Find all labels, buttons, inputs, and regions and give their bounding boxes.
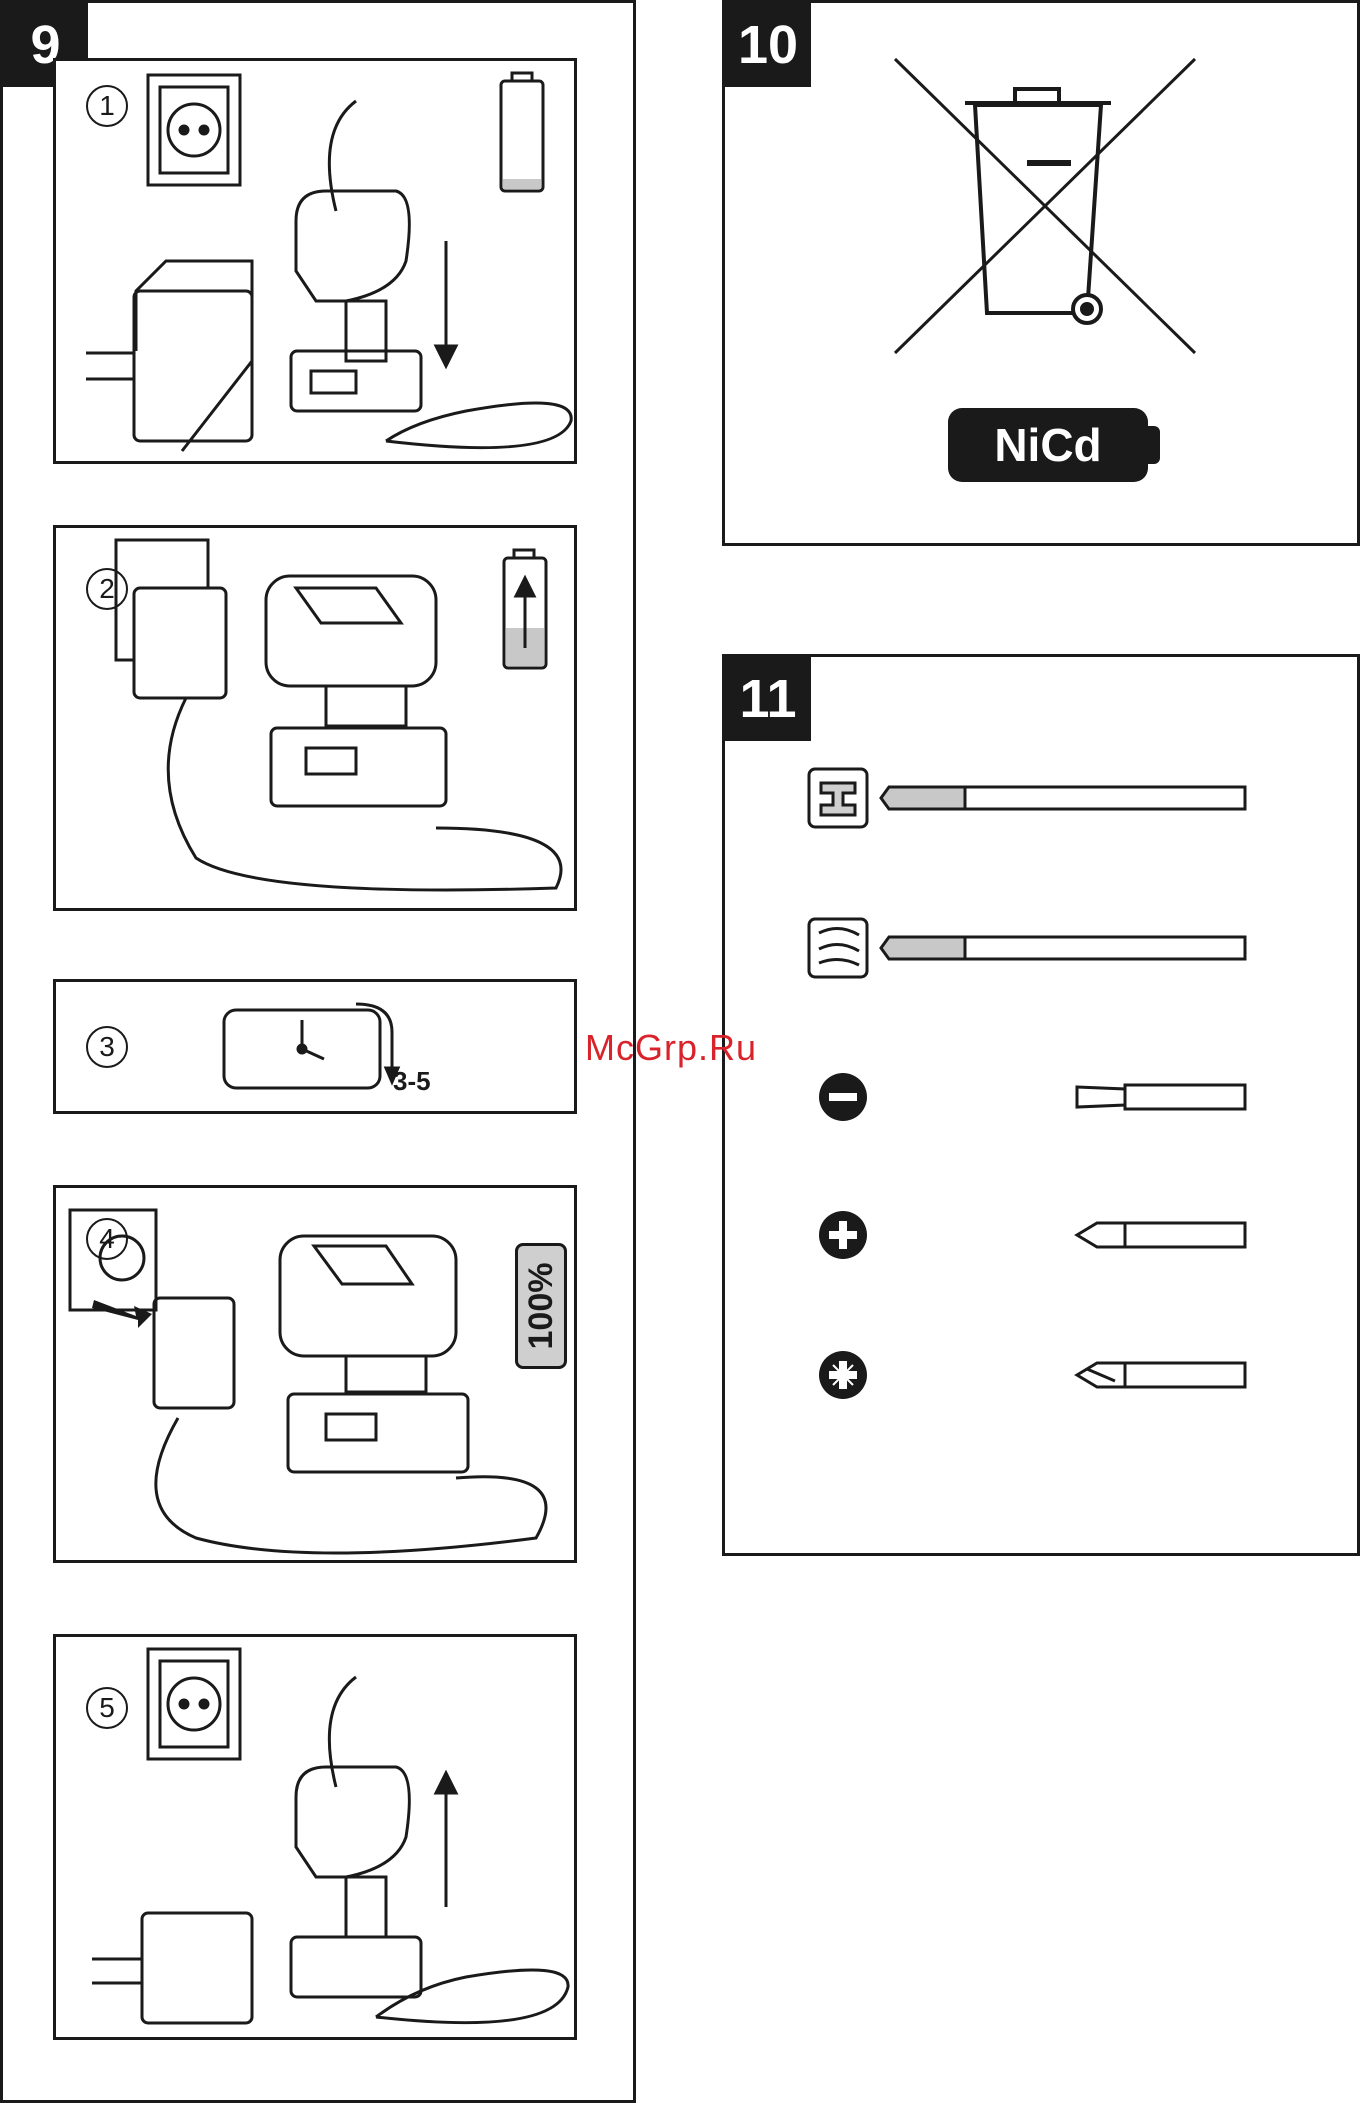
wood-material-icon bbox=[809, 919, 867, 977]
unplug-arrow-icon bbox=[92, 1300, 152, 1328]
step-3-panel: 3 3-5 bbox=[53, 979, 577, 1114]
section-10: 10 NiCd bbox=[722, 0, 1360, 546]
battery-icon bbox=[504, 550, 546, 668]
masonry-bit-icon bbox=[881, 787, 1245, 809]
charge-time-label: 3-5 bbox=[393, 1066, 431, 1097]
clock-icon bbox=[56, 982, 580, 1117]
slotted-bit-icon bbox=[1077, 1085, 1245, 1109]
up-arrow-icon bbox=[436, 1773, 456, 1907]
pozidriv-screw-icon bbox=[819, 1351, 867, 1399]
pozidriv-bit-icon bbox=[1077, 1363, 1245, 1387]
drill-lifted-icon bbox=[291, 1677, 568, 2023]
section-11: 11 bbox=[722, 654, 1360, 1556]
outlet-icon bbox=[148, 75, 240, 185]
step-1-panel: 1 bbox=[53, 58, 577, 464]
outlet-icon bbox=[116, 540, 226, 698]
step-5-panel: 5 bbox=[53, 1634, 577, 2040]
charger-adapter-icon bbox=[92, 1913, 252, 2023]
step-2-panel: 2 bbox=[53, 525, 577, 911]
down-arrow-icon bbox=[436, 241, 456, 366]
phillips-screw-icon bbox=[819, 1211, 867, 1259]
step-4-illustration bbox=[56, 1188, 580, 1566]
slotted-screw-icon bbox=[819, 1073, 867, 1121]
metal-material-icon bbox=[809, 769, 867, 827]
nicd-battery-tip bbox=[1148, 426, 1160, 464]
step-4-panel: 4 100% bbox=[53, 1185, 577, 1563]
drill-on-charger-icon bbox=[154, 1236, 546, 1553]
charger-adapter-icon bbox=[86, 261, 252, 451]
step-5-illustration bbox=[56, 1637, 580, 2043]
phillips-bit-icon bbox=[1077, 1223, 1245, 1247]
step-2-illustration bbox=[56, 528, 580, 914]
outlet-icon bbox=[148, 1649, 240, 1759]
drill-bit-chart bbox=[725, 657, 1360, 1559]
step-1-illustration bbox=[56, 61, 580, 467]
battery-icon bbox=[501, 73, 543, 191]
battery-full-indicator: 100% bbox=[515, 1243, 567, 1369]
outlet-icon bbox=[70, 1210, 156, 1310]
wood-bit-icon bbox=[881, 937, 1245, 959]
watermark: McGrp.Ru bbox=[585, 1027, 757, 1069]
nicd-battery-label: NiCd bbox=[948, 408, 1148, 482]
drill-on-charger-icon bbox=[291, 101, 571, 448]
